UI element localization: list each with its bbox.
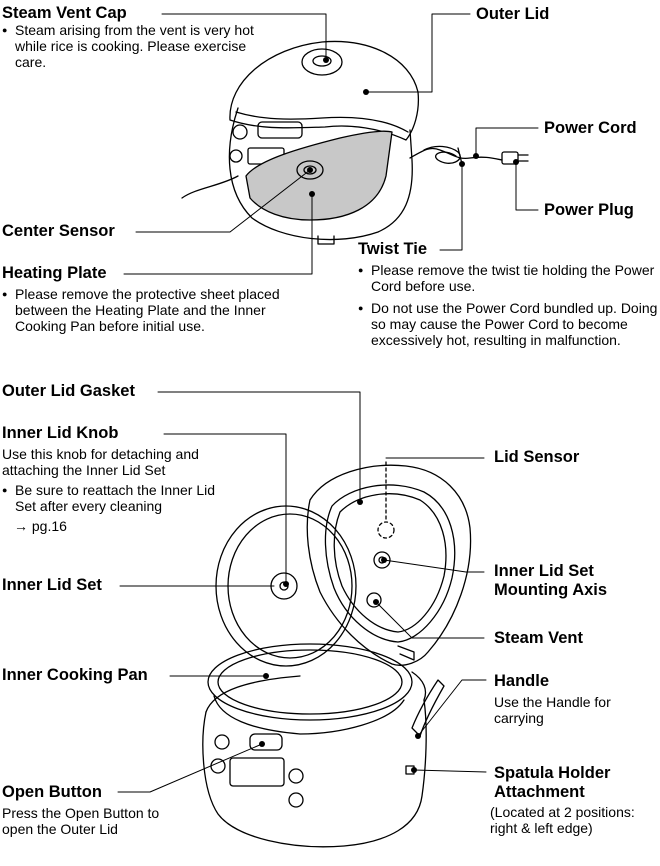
power-plug-prongs: [517, 154, 529, 162]
mounting-axis-label: Inner Lid Set Mounting Axis: [494, 562, 608, 599]
steam-vent-cap-note: Steam arising from the vent is very hot …: [2, 22, 255, 70]
center-sensor-inner: [303, 165, 317, 175]
inner-cooking-pan-label: Inner Cooking Pan: [2, 666, 148, 684]
twist-tie-note-1: Please remove the twist tie holding the …: [358, 262, 660, 294]
leader-steam-vent-cap: [161, 13, 327, 61]
leader-outer-lid-gasket: [157, 391, 361, 503]
inner-cooking-pan-inside: [217, 649, 403, 715]
steam-vent-label: Steam Vent: [494, 629, 583, 647]
center-sensor-shape: [296, 160, 324, 180]
mounting-axis-shape: [373, 551, 391, 569]
open-button-description: Press the Open Button to open the Outer …: [2, 805, 160, 837]
outer-lid-label: Outer Lid: [476, 5, 550, 23]
panel-display: [229, 757, 285, 787]
power-cord-label: Power Cord: [544, 119, 637, 137]
inner-lid-knob-label: Inner Lid Knob: [2, 424, 119, 442]
leader-lines: [117, 13, 539, 793]
leader-outer-lid: [365, 13, 471, 93]
power-cord-bundle: [423, 145, 461, 164]
inner-cooking-pan-rim: [207, 643, 413, 721]
top-panel-button-2: [229, 149, 243, 163]
outer-lid-outline: [229, 40, 420, 141]
leader-open-button: [117, 743, 263, 793]
leader-steam-vent: [375, 601, 485, 639]
power-plug-label: Power Plug: [544, 201, 634, 219]
open-cooker-body: [202, 699, 427, 848]
inner-lid-knob-page-ref: → pg.16: [14, 518, 67, 534]
twist-tie-label: Twist Tie: [358, 240, 428, 258]
leader-heating-plate: [123, 193, 313, 275]
outer-lid-gasket-ring-inner: [333, 493, 447, 633]
open-cooker-top-rim: [205, 671, 427, 713]
top-panel-display: [257, 121, 303, 139]
leader-handle: [417, 679, 487, 737]
handle-label: Handle: [494, 672, 550, 690]
panel-button-3: [288, 768, 304, 784]
leader-mounting-axis: [383, 559, 485, 573]
heating-plate-note: Please remove the protective sheet place…: [2, 286, 320, 334]
lid-sensor-label: Lid Sensor: [494, 448, 580, 466]
inner-cooking-pan-wall: [213, 695, 405, 735]
leader-center-sensor: [135, 169, 311, 233]
leader-twist-tie: [439, 163, 463, 251]
outer-lid-gasket-label: Outer Lid Gasket: [2, 382, 135, 400]
spatula-holder-label: Spatula Holder Attachment: [494, 764, 611, 801]
inner-lid-knob-description: Use this knob for detaching and attachin…: [2, 446, 199, 478]
leader-inner-lid-knob: [163, 433, 287, 585]
cooker-top-illustration: [181, 40, 529, 245]
steam-vent-cap-inner: [312, 55, 332, 67]
heating-plate-label: Heating Plate: [2, 264, 107, 282]
open-button-shape: [249, 733, 283, 751]
leader-end-dots: [259, 57, 519, 773]
opened-outer-lid: [306, 464, 472, 666]
leader-power-plug: [515, 161, 539, 211]
outer-lid-gasket-ring: [324, 484, 456, 643]
power-plug-shape: [501, 151, 519, 165]
leader-power-cord: [475, 127, 539, 157]
panel-button-1: [214, 734, 230, 750]
outer-lid-rim: [235, 111, 409, 133]
cutaway-inner-pan: [245, 130, 393, 221]
lid-sensor-shape: [377, 521, 395, 539]
steam-vent-cap-shape: [301, 48, 343, 76]
lid-hinge: [397, 645, 415, 661]
steam-vent-shape: [366, 592, 382, 608]
spatula-holder-description: (Located at 2 positions: right & left ed…: [490, 804, 635, 836]
twist-tie-note-2: Do not use the Power Cord bundled up. Do…: [358, 300, 660, 348]
cooker-foot: [317, 235, 335, 245]
cooker-bottom-illustration: [202, 461, 472, 848]
inner-lid-knob-note: Be sure to reattach the Inner Lid Set af…: [2, 482, 237, 514]
panel-button-4: [288, 792, 304, 808]
inner-lid-set-label: Inner Lid Set: [2, 576, 102, 594]
leader-spatula-holder: [413, 769, 487, 773]
handle-shape: [411, 679, 445, 737]
handle-description: Use the Handle for carrying: [494, 694, 611, 726]
center-sensor-label: Center Sensor: [2, 222, 115, 240]
open-button-label: Open Button: [2, 783, 102, 801]
top-panel-button-1: [232, 124, 248, 140]
steam-vent-cap-label: Steam Vent Cap: [2, 4, 127, 22]
loose-cord-left: [181, 175, 239, 199]
cooker-body-outline: [228, 107, 413, 241]
